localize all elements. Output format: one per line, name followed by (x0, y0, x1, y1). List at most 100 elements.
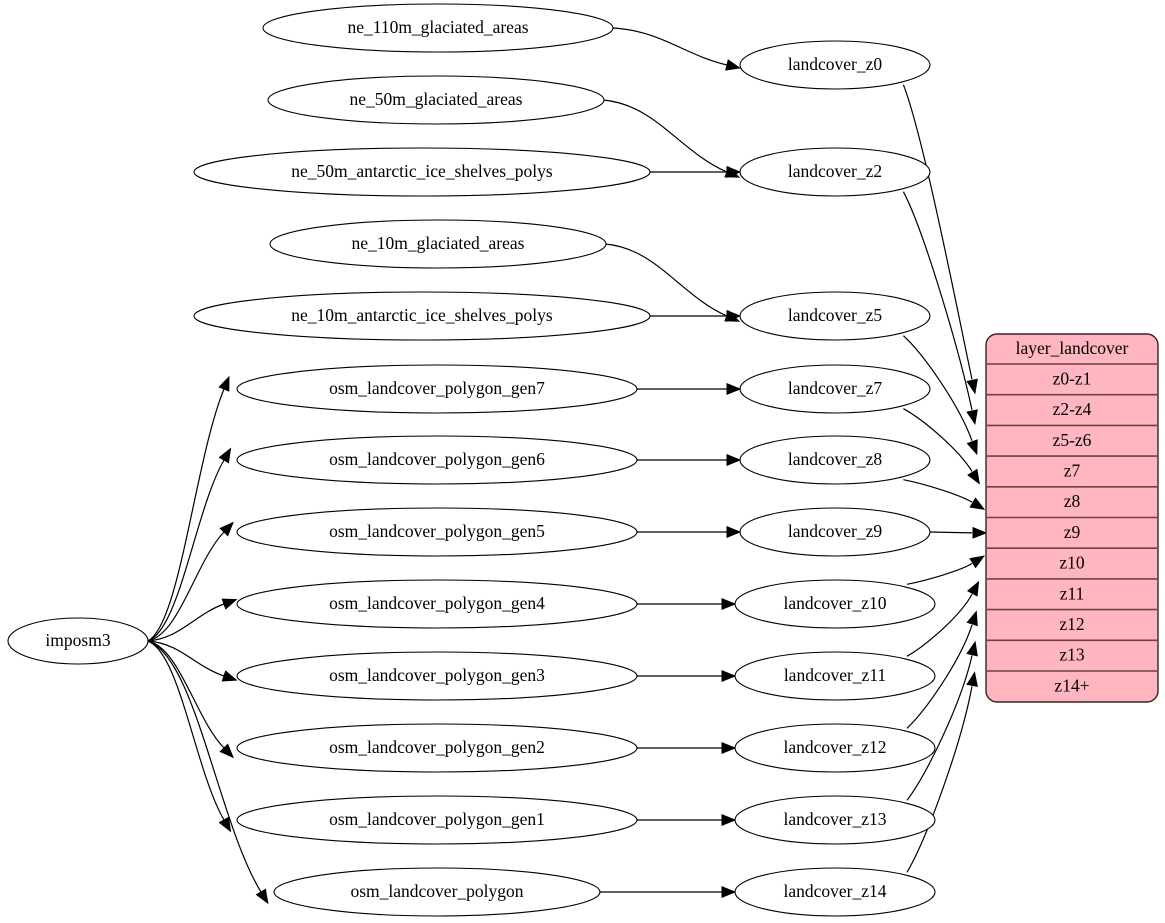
node-ellipse-osm_landcover_polygon_gen7 (236, 364, 638, 414)
table-row-z14+[interactable]: z14+ (1054, 675, 1089, 695)
node-landcover_z13[interactable]: landcover_z13 (734, 795, 936, 845)
node-label-landcover_z5: landcover_z5 (788, 305, 883, 325)
node-landcover_z0[interactable]: landcover_z0 (739, 40, 931, 90)
edge-arrowhead (219, 521, 234, 537)
edge-landcover_z13-to-table (906, 655, 973, 801)
node-landcover_z12[interactable]: landcover_z12 (734, 723, 936, 773)
table-row-z9[interactable]: z9 (1064, 522, 1081, 542)
node-landcover_z5[interactable]: landcover_z5 (739, 291, 931, 341)
node-ne_110m_glaciated_areas[interactable]: ne_110m_glaciated_areas (262, 3, 614, 53)
edge-arrowhead (721, 670, 737, 682)
node-osm_landcover_polygon_gen5[interactable]: osm_landcover_polygon_gen5 (236, 507, 638, 557)
edge-landcover_z14-to-table (906, 686, 973, 873)
node-landcover_z2[interactable]: landcover_z2 (739, 147, 931, 197)
edge-landcover_z9-to-table (929, 531, 973, 534)
node-ellipse-osm_landcover_polygon (273, 867, 601, 917)
edge-arrowhead (721, 814, 737, 826)
table-row-z8[interactable]: z8 (1064, 491, 1081, 511)
edge-arrowhead (219, 743, 234, 759)
edge-arrowhead (221, 598, 238, 610)
node-ne_10m_glaciated_areas[interactable]: ne_10m_glaciated_areas (269, 219, 607, 269)
edge-arrowhead (969, 555, 985, 569)
node-label-landcover_z14: landcover_z14 (783, 881, 886, 901)
edge-arrowhead (972, 526, 988, 539)
node-ellipse-landcover_z7 (739, 364, 931, 414)
node-osm_landcover_polygon_gen3[interactable]: osm_landcover_polygon_gen3 (236, 651, 638, 701)
table-row-z2-z4[interactable]: z2-z4 (1053, 399, 1092, 419)
edge-landcover_z2-to-table (902, 191, 973, 411)
table-row-z10[interactable]: z10 (1059, 553, 1085, 573)
node-ellipse-osm_landcover_polygon_gen1 (236, 795, 638, 845)
node-ne_10m_antarctic_ice_shelves_polys[interactable]: ne_10m_antarctic_ice_shelves_polys (193, 291, 651, 341)
edge-landcover_z11-to-table (906, 593, 973, 657)
node-landcover_z14[interactable]: landcover_z14 (734, 867, 936, 917)
node-label-ne_10m_antarctic_ice_shelves_polys: ne_10m_antarctic_ice_shelves_polys (291, 305, 553, 325)
edge-landcover_z8-to-table (903, 479, 973, 503)
table-layer-landcover[interactable]: layer_landcover z0-z1 z2-z4 z5-z6 z7 z8 z9 z10 z… (985, 333, 1159, 703)
table-title: layer_landcover (1016, 338, 1129, 358)
node-label-landcover_z7: landcover_z7 (788, 378, 883, 398)
node-label-ne_50m_glaciated_areas: ne_50m_glaciated_areas (350, 89, 523, 109)
table-row-z0-z1[interactable]: z0-z1 (1053, 368, 1092, 388)
node-landcover_z11[interactable]: landcover_z11 (734, 651, 936, 701)
node-ellipse-landcover_z9 (739, 507, 931, 557)
node-osm_landcover_polygon_gen4[interactable]: osm_landcover_polygon_gen4 (236, 579, 638, 629)
node-label-imposm3: imposm3 (45, 630, 110, 650)
edge-imposm3-to-osm_landcover_polygon_gen2 (147, 640, 225, 749)
edge-landcover_z0-to-table (902, 84, 973, 380)
node-landcover_z8[interactable]: landcover_z8 (739, 435, 931, 485)
edge-imposm3-to-osm_landcover_polygon (147, 640, 262, 893)
node-label-osm_landcover_polygon_gen4: osm_landcover_polygon_gen4 (329, 593, 545, 613)
edge-arrowhead (725, 59, 741, 71)
edge-landcover_z12-to-table (906, 624, 973, 729)
node-landcover_z9[interactable]: landcover_z9 (739, 507, 931, 557)
edge-arrowhead (726, 383, 742, 395)
node-label-osm_landcover_polygon_gen7: osm_landcover_polygon_gen7 (329, 378, 545, 398)
node-ellipse-landcover_z0 (739, 40, 931, 90)
node-ne_50m_antarctic_ice_shelves_polys[interactable]: ne_50m_antarctic_ice_shelves_polys (193, 147, 651, 197)
node-label-landcover_z13: landcover_z13 (783, 809, 886, 829)
node-label-landcover_z10: landcover_z10 (783, 593, 886, 613)
node-ellipse-osm_landcover_polygon_gen3 (236, 651, 638, 701)
node-label-osm_landcover_polygon_gen1: osm_landcover_polygon_gen1 (329, 809, 545, 829)
node-ellipse-imposm3 (7, 617, 149, 665)
node-ellipse-osm_landcover_polygon_gen5 (236, 507, 638, 557)
node-label-ne_110m_glaciated_areas: ne_110m_glaciated_areas (347, 17, 528, 37)
node-imposm3[interactable]: imposm3 (7, 617, 149, 665)
node-ellipse-landcover_z2 (739, 147, 931, 197)
node-osm_landcover_polygon_gen6[interactable]: osm_landcover_polygon_gen6 (236, 435, 638, 485)
node-landcover_z10[interactable]: landcover_z10 (734, 579, 936, 629)
table-row-z7[interactable]: z7 (1064, 460, 1081, 480)
node-osm_landcover_polygon[interactable]: osm_landcover_polygon (273, 867, 601, 917)
edge-imposm3-to-osm_landcover_polygon_gen6 (147, 459, 225, 642)
edge-ne_110m_glaciated_areas-to-landcover_z0 (612, 27, 728, 66)
edge-arrowhead (966, 640, 978, 657)
edge-imposm3-to-osm_landcover_polygon_gen1 (147, 640, 225, 821)
edge-landcover_z10-to-table (906, 563, 973, 585)
node-osm_landcover_polygon_gen7[interactable]: osm_landcover_polygon_gen7 (236, 364, 638, 414)
node-landcover_z7[interactable]: landcover_z7 (739, 364, 931, 414)
edge-arrowhead (726, 526, 742, 538)
edge-arrowhead (966, 580, 980, 597)
table-row-z11[interactable]: z11 (1060, 583, 1085, 603)
edge-arrowhead (218, 816, 232, 833)
edge-ne_50m_glaciated_areas-to-landcover_z2 (603, 99, 728, 173)
edge-imposm3-to-osm_landcover_polygon_gen5 (147, 531, 225, 642)
node-label-ne_50m_antarctic_ice_shelves_polys: ne_50m_antarctic_ice_shelves_polys (291, 161, 553, 181)
table-row-z13[interactable]: z13 (1059, 645, 1085, 665)
edges-layer (147, 27, 988, 905)
edge-arrowhead (966, 671, 978, 687)
node-ellipse-osm_landcover_polygon_gen4 (236, 579, 638, 629)
node-osm_landcover_polygon_gen2[interactable]: osm_landcover_polygon_gen2 (236, 723, 638, 773)
node-label-landcover_z12: landcover_z12 (783, 737, 886, 757)
table-row-z5-z6[interactable]: z5-z6 (1053, 430, 1092, 450)
node-ellipse-ne_10m_glaciated_areas (269, 219, 607, 269)
node-ne_50m_glaciated_areas[interactable]: ne_50m_glaciated_areas (267, 75, 605, 125)
edge-arrowhead (221, 670, 238, 682)
table-row-z12[interactable]: z12 (1059, 614, 1084, 634)
node-ellipse-landcover_z8 (739, 435, 931, 485)
edge-arrowhead (721, 598, 737, 610)
node-osm_landcover_polygon_gen1[interactable]: osm_landcover_polygon_gen1 (236, 795, 638, 845)
edge-imposm3-to-osm_landcover_polygon_gen3 (147, 640, 225, 677)
